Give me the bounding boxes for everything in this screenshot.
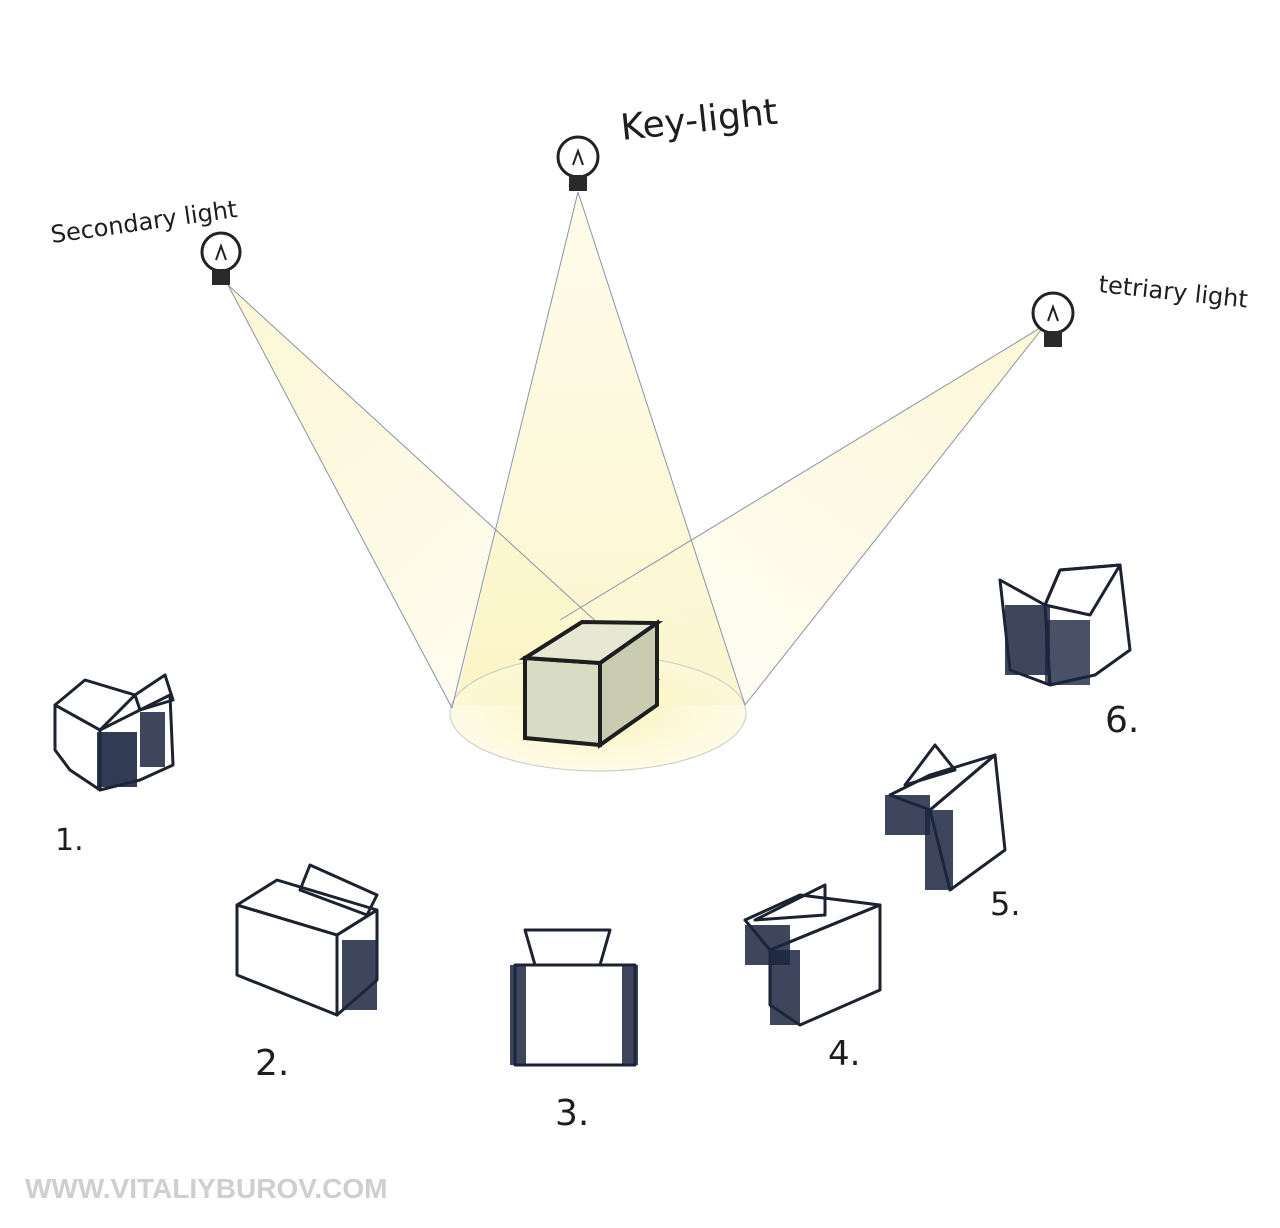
key-light-bulb-icon [556,135,600,191]
secondary-light-bulb-icon [200,231,242,285]
tertiary-light-label: tetriary light [1097,270,1249,313]
watermark: WWW.VITALIYBUROV.COM [25,1173,387,1204]
key-light-label: Key-light [619,92,780,149]
view-number-4: 4. [828,1034,860,1074]
view-box-4 [743,883,882,1027]
view-box-6 [998,563,1132,687]
view-number-2: 2. [255,1043,289,1084]
view-number-6: 6. [1105,700,1139,741]
tertiary-light-bulb-icon [1031,291,1075,347]
view-box-2 [235,863,379,1017]
central-cube [518,619,664,749]
view-number-5: 5. [990,885,1021,923]
view-number-3: 3. [555,1093,589,1134]
view-box-5 [885,743,1007,892]
view-box-1 [53,673,175,792]
view-box-3 [510,928,638,1067]
tertiary-light-beam [560,325,1045,705]
view-number-1: 1. [55,823,84,858]
